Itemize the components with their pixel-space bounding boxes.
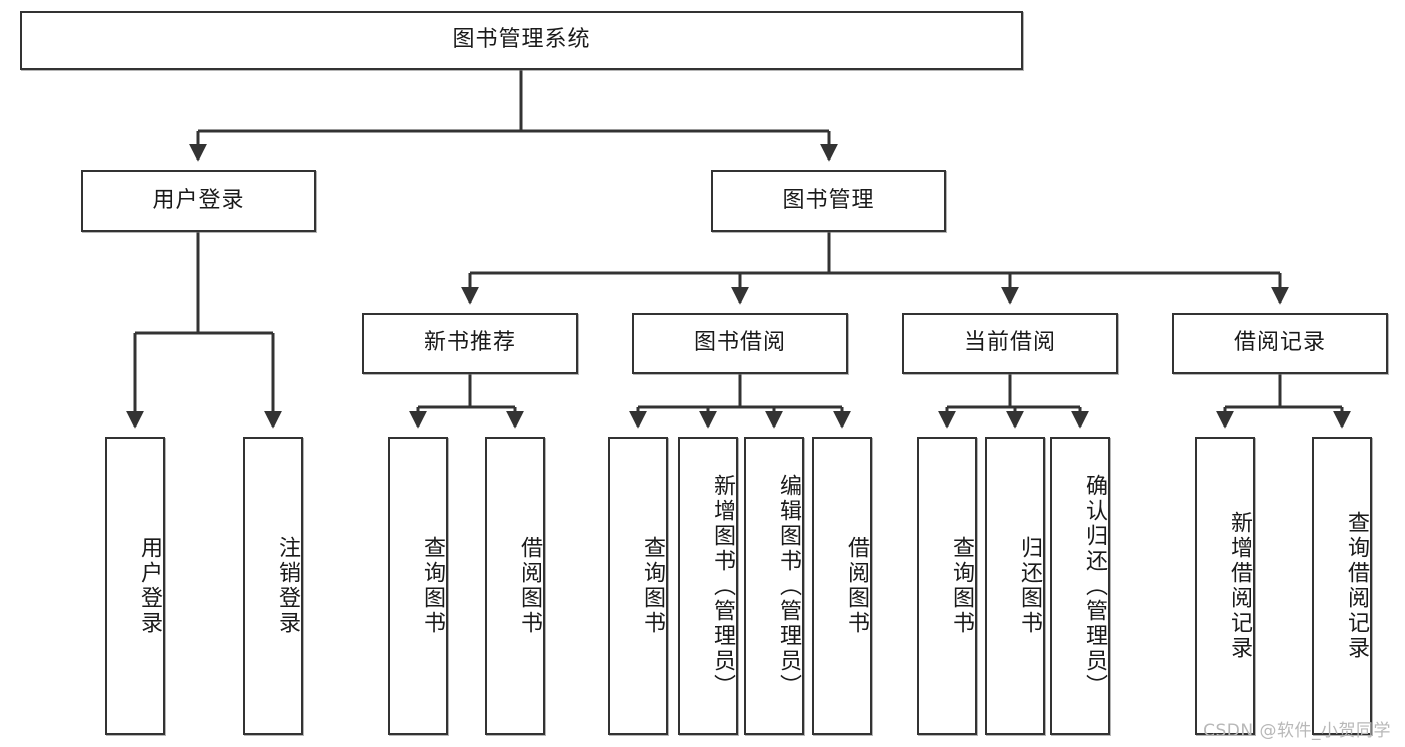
leaf-return-book[interactable]: 归还图书 xyxy=(985,437,1045,735)
leaf-label: 归还图书 xyxy=(1017,536,1042,636)
leaf-label: 查询图书 xyxy=(949,536,974,636)
node-borrow-record-label: 借阅记录 xyxy=(1233,330,1326,356)
node-book-borrow-label: 图书借阅 xyxy=(693,330,786,356)
leaf-label: 新增借阅记录 xyxy=(1227,511,1252,661)
leaf-label: 用户登录 xyxy=(137,536,162,636)
leaf-label: 确认归还（管理员） xyxy=(1082,473,1107,699)
leaf-user-login[interactable]: 用户登录 xyxy=(105,437,165,735)
leaf-label: 注销登录 xyxy=(275,536,300,636)
leaf-add-book-admin[interactable]: 新增图书（管理员） xyxy=(678,437,738,735)
node-current-borrow[interactable]: 当前借阅 xyxy=(902,313,1118,374)
leaf-query-book-recommend[interactable]: 查询图书 xyxy=(388,437,448,735)
leaf-query-book-borrow[interactable]: 查询图书 xyxy=(608,437,668,735)
leaf-query-book-current[interactable]: 查询图书 xyxy=(917,437,977,735)
leaf-query-borrow-record[interactable]: 查询借阅记录 xyxy=(1312,437,1372,735)
leaf-label: 借阅图书 xyxy=(517,536,542,636)
leaf-edit-book-admin[interactable]: 编辑图书（管理员） xyxy=(744,437,804,735)
leaf-label: 编辑图书（管理员） xyxy=(776,473,801,699)
node-new-book-recommend-label: 新书推荐 xyxy=(423,330,516,356)
leaf-label: 借阅图书 xyxy=(844,536,869,636)
leaf-label: 查询图书 xyxy=(420,536,445,636)
node-new-book-recommend[interactable]: 新书推荐 xyxy=(362,313,578,374)
node-book-management-label: 图书管理 xyxy=(782,187,875,213)
leaf-add-borrow-record[interactable]: 新增借阅记录 xyxy=(1195,437,1255,735)
node-book-management[interactable]: 图书管理 xyxy=(711,170,946,232)
leaf-borrow-book[interactable]: 借阅图书 xyxy=(812,437,872,735)
leaf-borrow-book-recommend[interactable]: 借阅图书 xyxy=(485,437,545,735)
node-borrow-record[interactable]: 借阅记录 xyxy=(1172,313,1388,374)
watermark: CSDN @软件_小贺同学 xyxy=(1203,721,1391,741)
node-current-borrow-label: 当前借阅 xyxy=(963,330,1056,356)
leaf-label: 查询图书 xyxy=(640,536,665,636)
node-root[interactable]: 图书管理系统 xyxy=(20,11,1023,70)
node-user-login-label: 用户登录 xyxy=(152,187,245,213)
leaf-label: 新增图书（管理员） xyxy=(710,473,735,699)
leaf-confirm-return-admin[interactable]: 确认归还（管理员） xyxy=(1050,437,1110,735)
node-root-label: 图书管理系统 xyxy=(452,27,591,53)
node-book-borrow[interactable]: 图书借阅 xyxy=(632,313,848,374)
node-user-login[interactable]: 用户登录 xyxy=(81,170,316,232)
leaf-label: 查询借阅记录 xyxy=(1344,511,1369,661)
leaf-logout[interactable]: 注销登录 xyxy=(243,437,303,735)
